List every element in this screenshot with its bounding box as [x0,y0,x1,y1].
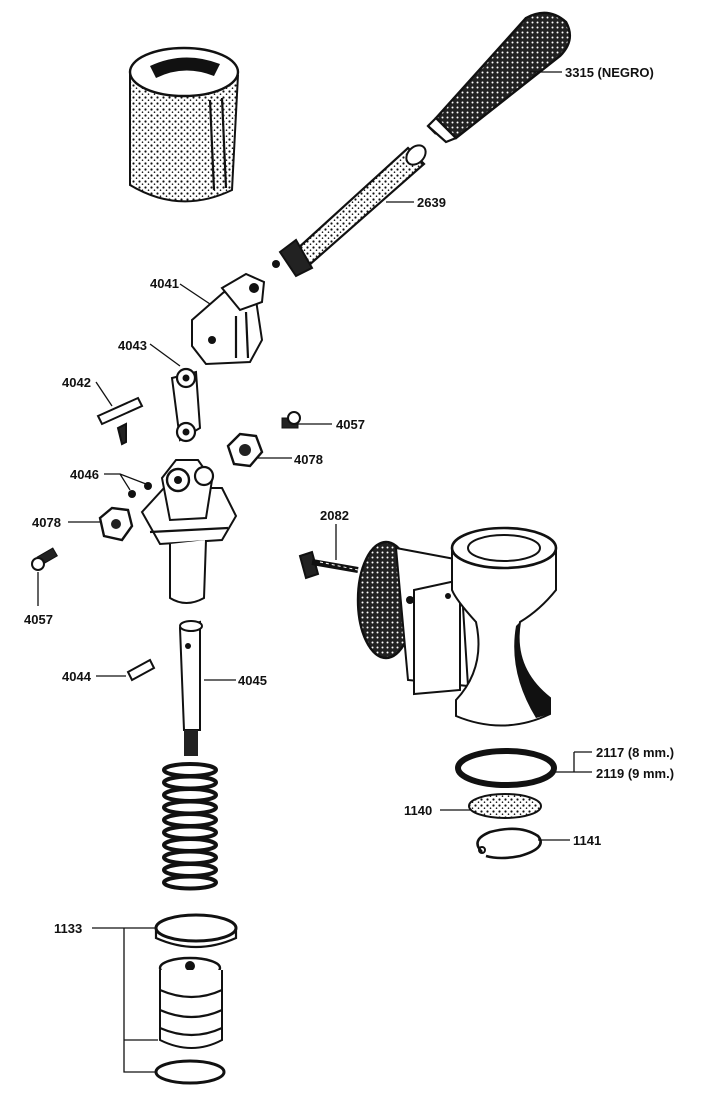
part-1140-filter-disk [468,793,542,819]
sleeve-cylinder [128,46,240,203]
label-2082: 2082 [320,508,349,523]
leader-1133 [92,927,158,1073]
spring-coil [162,849,218,866]
label-4043: 4043 [118,338,147,353]
part-2117-2119-ring [455,748,557,788]
label-4042: 4042 [62,375,91,390]
spring-coil [162,862,218,878]
spring-coil [162,824,218,841]
leader-lines [37,71,592,1073]
part-4044-pin [126,658,156,682]
spring [162,762,218,891]
label-2119: 2119 (9 mm.) [596,766,674,781]
label-4078-left: 4078 [32,515,61,530]
spring-coil [162,774,218,791]
label-4045: 4045 [238,673,267,688]
label-4046: 4046 [70,467,99,482]
leader-4041 [179,283,211,305]
part-4078-nut-upper [226,432,264,468]
label-4041: 4041 [150,276,179,291]
part-4045-stem [178,620,203,756]
leader-4042 [95,381,113,407]
label-2117: 2117 (8 mm.) [596,745,674,760]
label-1141: 1141 [573,833,601,848]
spring-coil [162,787,218,803]
part-2082-screw [298,550,359,580]
label-4057-left: 4057 [24,612,53,627]
spring-coil [162,762,218,778]
part-1133-seal-stack [154,913,238,1085]
spring-coil [162,812,218,828]
spring-coil [162,874,218,891]
part-4042-pin [96,396,144,446]
leader-4043 [149,343,181,367]
label-1140: 1140 [404,803,432,818]
spring-coil [162,799,218,816]
leader-4046 [104,473,147,491]
label-3315: 3315 (NEGRO) [565,65,654,80]
label-4078-upper: 4078 [294,452,323,467]
part-labels: 3315 (NEGRO) 2639 4041 4043 4042 4057 40… [24,65,674,936]
label-2639: 2639 [417,195,446,210]
part-3315-handle-grip [426,11,572,144]
part-4043-link [170,367,202,443]
part-1141-snap-ring [476,827,542,860]
valve-main-body [356,526,558,727]
part-4041-clevis-block [191,272,266,366]
spring-coil [162,837,218,853]
label-1133: 1133 [54,921,82,936]
part-4057-screw-left [31,547,58,571]
part-4046-balls [128,482,152,498]
part-4057-screw-upper [281,411,301,429]
label-4044: 4044 [62,669,92,684]
part-2639-lever-rod [272,144,427,278]
leader-2117-2119 [556,751,592,773]
valve-body-housing [140,459,238,604]
label-4057-upper: 4057 [336,417,365,432]
part-4078-nut-left [98,506,134,542]
